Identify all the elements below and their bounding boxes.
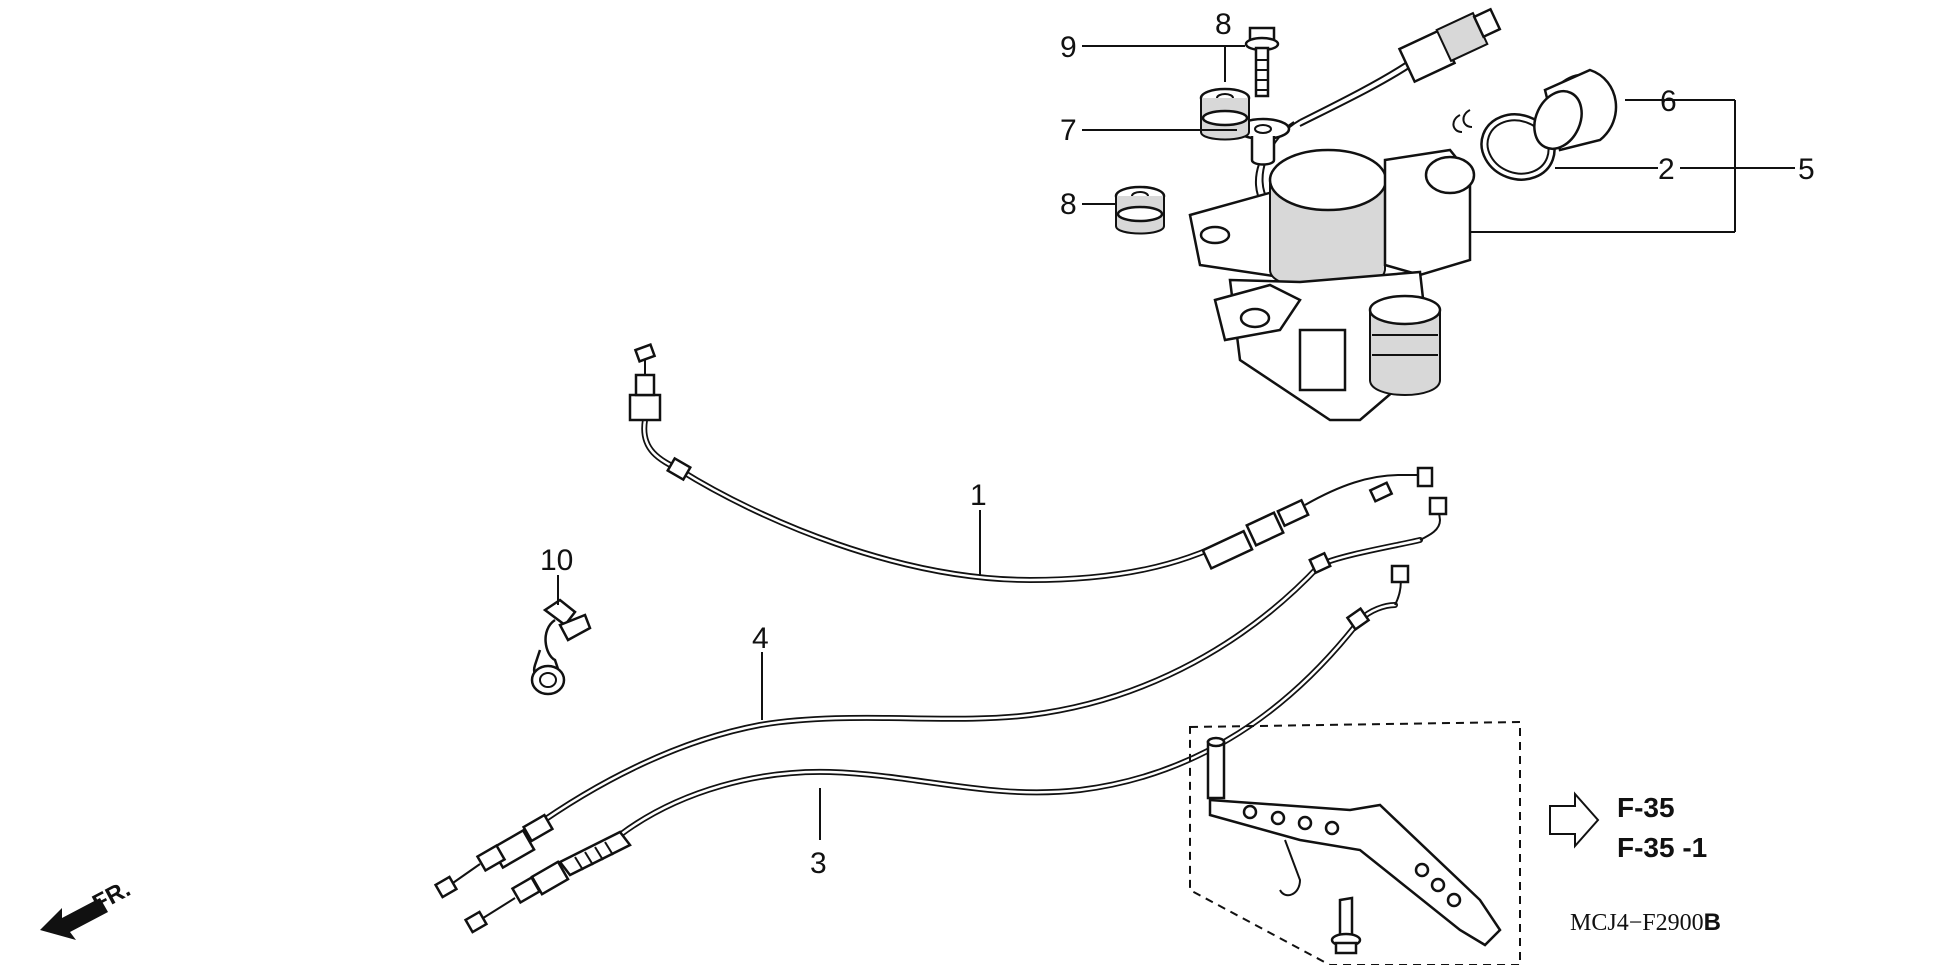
diagram-code: MCJ4−F2900B (1570, 909, 1721, 936)
diagram-code-suffix: B (1704, 909, 1721, 936)
cable-1 (628, 343, 1434, 584)
callout-10: 10 (540, 544, 573, 577)
callout-8-lower: 8 (1060, 188, 1077, 221)
callout-9: 9 (1060, 31, 1077, 64)
diagram-code-text: MCJ4−F2900 (1570, 910, 1704, 936)
callout-5: 5 (1798, 153, 1815, 186)
bolt-9 (1244, 26, 1280, 98)
reference-f35-1[interactable]: F-35 -1 (1617, 832, 1707, 863)
cable-4 (433, 496, 1448, 899)
leader-lines (557, 45, 1245, 840)
callout-4: 4 (752, 622, 769, 655)
cable-clip-10 (530, 598, 592, 696)
callout-5-bracket (1470, 99, 1795, 233)
callout-1: 1 (970, 479, 987, 512)
callout-2: 2 (1658, 153, 1675, 186)
callout-7: 7 (1060, 114, 1077, 147)
boot-cap (1533, 68, 1618, 152)
callout-6: 6 (1660, 85, 1677, 118)
front-direction-arrow-icon (40, 898, 108, 940)
cable-3 (463, 564, 1410, 934)
actuator-assembly (1188, 7, 1502, 422)
grommet-upper (1199, 87, 1251, 141)
callout-8-upper: 8 (1215, 8, 1232, 41)
inset-bracket-detail (1189, 720, 1521, 965)
reference-f35[interactable]: F-35 (1617, 792, 1675, 823)
reference-arrow-icon (1549, 791, 1600, 849)
callout-3: 3 (810, 847, 827, 880)
grommet-lower (1114, 185, 1166, 235)
